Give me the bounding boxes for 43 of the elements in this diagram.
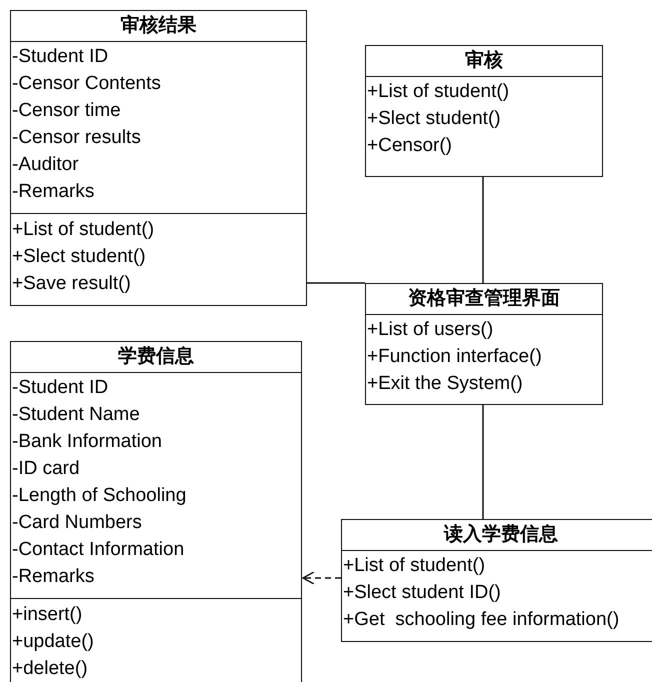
class-box bbox=[10, 10, 307, 306]
method-text: +update() bbox=[12, 630, 94, 654]
method-text: +Slect student() bbox=[12, 244, 146, 268]
attribute-text: -Length of Schooling bbox=[12, 484, 186, 508]
method-text: +Get schooling fee information() bbox=[343, 608, 620, 632]
method-text: +Slect student ID() bbox=[343, 580, 501, 604]
class-box bbox=[341, 519, 652, 642]
method-text: +List of student() bbox=[343, 554, 486, 578]
attribute-text: -Remarks bbox=[12, 564, 94, 588]
method-text: +List of student() bbox=[12, 218, 154, 242]
class-name: 读入学费信息 bbox=[444, 523, 558, 545]
attribute-text: -Auditor bbox=[12, 152, 79, 176]
association-line bbox=[482, 405, 484, 519]
class-name: 审核 bbox=[465, 49, 503, 71]
class-box bbox=[10, 341, 302, 682]
method-text: +insert() bbox=[12, 602, 82, 626]
dependency-arrow bbox=[302, 571, 341, 585]
attribute-text: -Student ID bbox=[12, 376, 108, 400]
attribute-text: -Card Numbers bbox=[12, 510, 142, 534]
attribute-text: -Censor Contents bbox=[12, 72, 161, 96]
attribute-text: -Censor results bbox=[12, 126, 141, 150]
association-line bbox=[307, 282, 365, 284]
attribute-text: -Contact Information bbox=[12, 538, 184, 562]
method-text: +Function interface() bbox=[367, 344, 542, 368]
attribute-text: -Bank Information bbox=[12, 430, 162, 454]
attribute-text: -Student Name bbox=[12, 402, 140, 426]
class-name: 资格审查管理界面 bbox=[408, 287, 560, 309]
attribute-text: -Remarks bbox=[12, 180, 94, 204]
attribute-text: -ID card bbox=[12, 456, 80, 480]
method-text: +Save result() bbox=[12, 272, 131, 296]
method-text: +delete() bbox=[12, 656, 88, 680]
method-text: +List of student() bbox=[367, 80, 510, 104]
attribute-text: -Censor time bbox=[12, 98, 121, 122]
method-text: +List of users() bbox=[367, 318, 494, 342]
class-box bbox=[365, 283, 603, 405]
class-name: 审核结果 bbox=[120, 14, 196, 36]
method-text: +Censor() bbox=[367, 134, 452, 158]
method-text: +Slect student() bbox=[367, 106, 501, 130]
association-line bbox=[482, 177, 484, 283]
method-text: +Exit the System() bbox=[367, 372, 523, 396]
class-name: 学费信息 bbox=[118, 345, 194, 367]
attribute-text: -Student ID bbox=[12, 44, 108, 68]
class-box bbox=[365, 45, 603, 177]
